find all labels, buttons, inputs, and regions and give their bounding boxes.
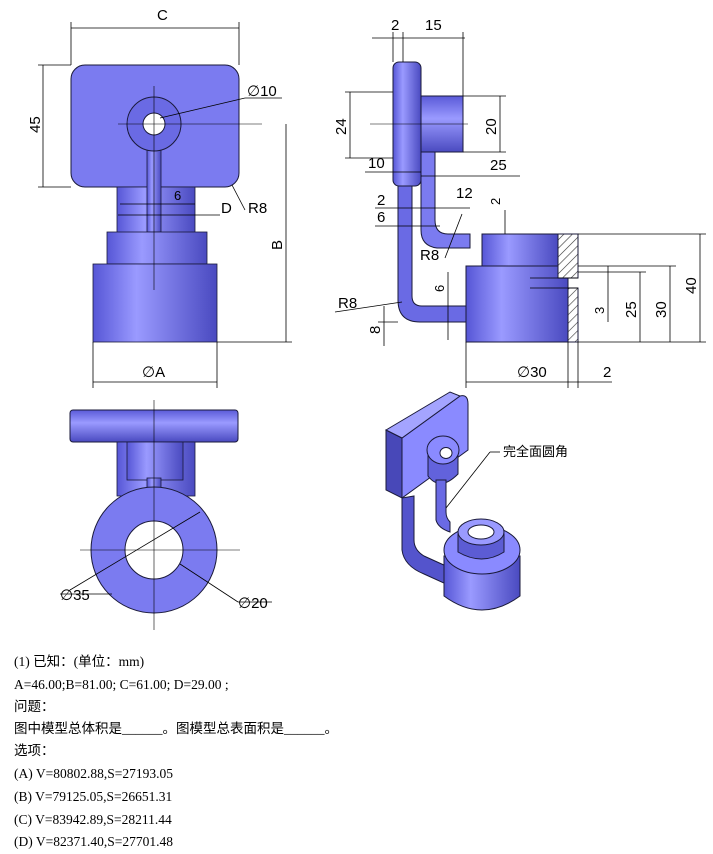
front-view: C 45 ∅10 6 D R8 B ∅A xyxy=(27,7,292,388)
dim-12: 12 xyxy=(456,185,473,202)
dim-r8-low: R8 xyxy=(338,295,357,312)
iso-fillet-label: 完全面圆角 xyxy=(503,444,568,459)
dim-8: 8 xyxy=(367,326,384,334)
dim-10: 10 xyxy=(368,155,385,172)
options-label: 选项： xyxy=(14,743,55,758)
bottom-boss xyxy=(126,441,184,481)
dim-25-v: 25 xyxy=(623,301,640,318)
dim-15: 15 xyxy=(425,17,442,34)
dim-d35: ∅35 xyxy=(60,587,90,604)
dim-a: ∅A xyxy=(142,364,165,381)
dim-r8-mid: R8 xyxy=(420,247,439,264)
iso-view: 完全面圆角 xyxy=(384,391,568,611)
question-values: A=46.00;B=81.00; C=61.00; D=29.00 ; xyxy=(14,677,229,692)
dim-6-left: 6 xyxy=(377,209,385,226)
engineering-drawing: C 45 ∅10 6 D R8 B ∅A xyxy=(27,7,706,630)
dim-3: 3 xyxy=(592,307,607,314)
side-lower-cylinder xyxy=(465,265,569,343)
iso-boss-hole xyxy=(439,447,453,459)
dim-40: 40 xyxy=(683,277,700,294)
dim-25-side: 25 xyxy=(490,157,507,174)
dim-45: 45 xyxy=(27,116,44,133)
option-d[interactable]: (D) V=82371.40,S=27701.48 xyxy=(14,834,173,849)
dim-d: D xyxy=(221,200,232,217)
dim-6-vert: 6 xyxy=(432,285,447,292)
option-b[interactable]: (B) V=79125.05,S=26651.31 xyxy=(14,789,173,804)
dim-24: 24 xyxy=(333,118,350,135)
dim-d10: ∅10 xyxy=(247,83,277,100)
question-label: 问题： xyxy=(14,699,55,714)
iso-inner-hole xyxy=(467,524,495,540)
side-section-bottom xyxy=(567,287,579,343)
iso-arm xyxy=(435,479,451,533)
dim-6-front: 6 xyxy=(174,188,181,203)
dim-r8-front: R8 xyxy=(248,200,267,217)
dim-2-right: 2 xyxy=(488,198,503,205)
option-c[interactable]: (C) V=83942.89,S=28211.44 xyxy=(14,812,172,827)
dim-20-side: 20 xyxy=(483,118,500,135)
dim-d30: ∅30 xyxy=(517,364,547,381)
dim-d20: ∅20 xyxy=(238,595,268,612)
iso-plate-side xyxy=(385,429,403,499)
front-lower-cylinder xyxy=(92,263,218,343)
option-a[interactable]: (A) V=80802.88,S=27193.05 xyxy=(14,766,173,781)
question-body: 图中模型总体积是______。图模型总表面积是______。 xyxy=(14,721,338,736)
dim-c: C xyxy=(157,7,168,24)
iso-plate-top xyxy=(384,391,462,439)
dim-30-v: 30 xyxy=(653,301,670,318)
front-upper-cylinder xyxy=(106,231,208,265)
side-section-top xyxy=(557,233,579,279)
side-view: 2 15 24 20 10 25 2 12 2 6 R8 6 R8 xyxy=(333,17,706,388)
dim-2-mid: 2 xyxy=(377,192,385,209)
side-upper-cylinder xyxy=(481,233,559,267)
dim-b: B xyxy=(269,240,286,250)
dim-2-top: 2 xyxy=(391,17,399,34)
dim-2-bottom: 2 xyxy=(603,364,611,381)
bottom-view: ∅35 ∅20 xyxy=(60,400,272,630)
question-given: (1) 已知：(单位：mm) xyxy=(14,654,145,669)
